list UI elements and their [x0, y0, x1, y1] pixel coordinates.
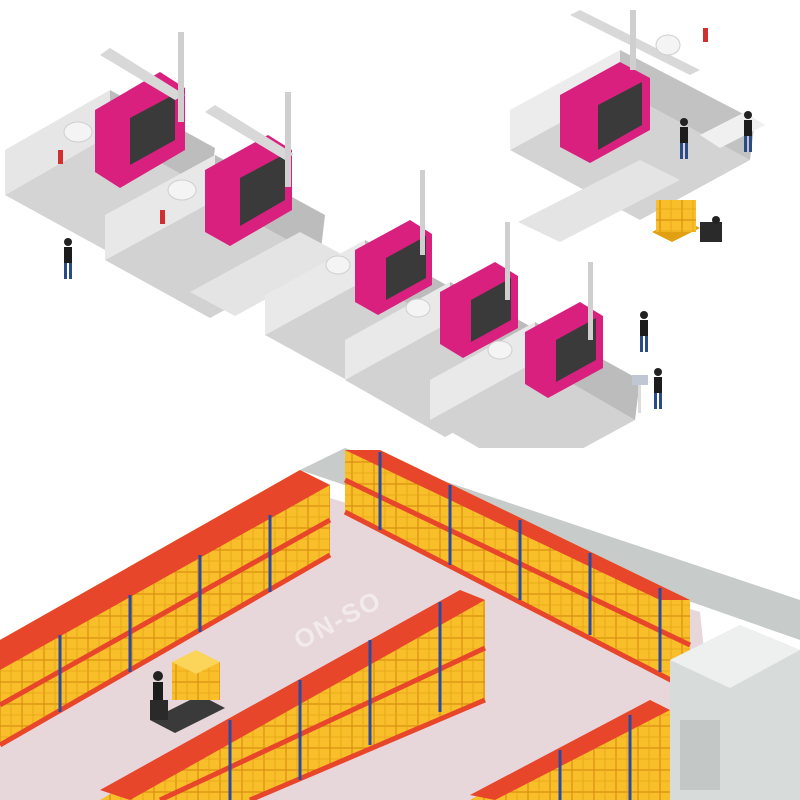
signal-light — [703, 28, 708, 42]
operator-head — [153, 671, 163, 681]
robot-arm — [205, 105, 294, 160]
worker — [744, 111, 752, 152]
loading-dock — [670, 625, 800, 800]
factory-section — [5, 10, 765, 477]
worker — [640, 311, 648, 352]
worker — [680, 118, 688, 159]
signal-light — [160, 210, 165, 224]
injection-machine — [105, 92, 345, 318]
warehouse-section: ON-SO — [0, 448, 800, 800]
pallet-jack-with-boxes — [652, 200, 722, 242]
storage-rack — [0, 470, 332, 748]
storage-rack — [470, 700, 670, 800]
signal-light — [58, 150, 63, 164]
storage-rack — [100, 590, 487, 800]
worker — [64, 238, 72, 279]
worker-at-terminal — [632, 368, 662, 413]
conveyor-belt — [190, 232, 345, 316]
injection-machine — [510, 10, 765, 242]
conveyor-belt — [518, 160, 680, 242]
robot-arm — [100, 48, 185, 100]
injection-machine — [5, 32, 215, 250]
pallet-jack-with-operator — [150, 650, 225, 733]
storage-rack — [343, 450, 692, 693]
